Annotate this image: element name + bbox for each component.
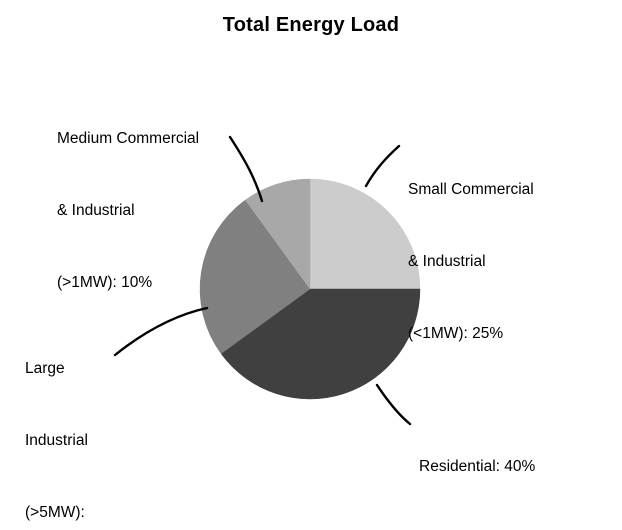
- slice-label-small-commercial-line1: Small Commercial: [408, 181, 534, 198]
- slice-label-small-commercial-line2: & Industrial: [408, 253, 486, 270]
- slice-label-residential: Residential: 40%: [419, 407, 535, 527]
- pie-slice-medium-commercial: [244, 178, 311, 290]
- slice-label-small-commercial: Small Commercial & Industrial (<1MW): 25…: [408, 130, 534, 394]
- pie-slice-small-commercial: [309, 178, 421, 290]
- leader-line-large-industrial: [113, 306, 209, 357]
- leader-line-medium-commercial: [228, 135, 264, 203]
- slice-label-medium-commercial-line2: & Industrial: [57, 202, 135, 219]
- slice-label-large-industrial-line2: Industrial: [25, 432, 88, 449]
- slice-label-medium-commercial-line1: Medium Commercial: [57, 130, 200, 147]
- leader-line-small-commercial: [364, 144, 401, 188]
- chart-title: Total Energy Load: [222, 14, 400, 36]
- pie-slice-residential: [220, 288, 421, 400]
- slice-label-medium-commercial-line3: (>1MW): 10%: [57, 274, 153, 291]
- slice-label-large-industrial-line1: Large: [25, 360, 65, 377]
- slice-label-small-commercial-line3: (<1MW): 25%: [408, 325, 504, 342]
- slice-label-medium-commercial: Medium Commercial & Industrial (>1MW): 1…: [57, 79, 199, 343]
- leader-line-residential: [375, 383, 412, 426]
- slice-label-residential-line1: Residential: 40%: [419, 458, 536, 475]
- slice-label-large-industrial: Large Industrial (>5MW): 25%: [25, 309, 88, 530]
- pie-slice-large-industrial: [199, 199, 311, 355]
- slice-label-large-industrial-line3: (>5MW):: [25, 504, 85, 521]
